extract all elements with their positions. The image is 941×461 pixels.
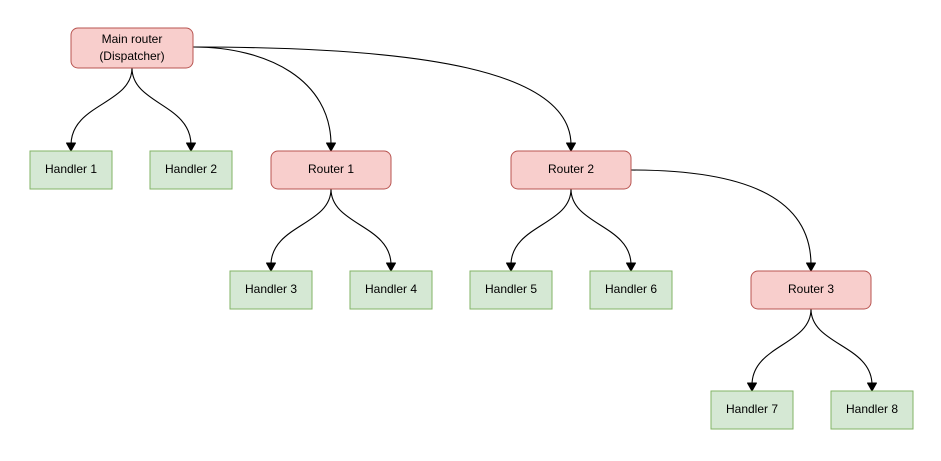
handler-box[interactable]: [29, 150, 113, 190]
node-handler-3[interactable]: Handler 3: [229, 270, 313, 310]
arrowhead-icon: [386, 262, 396, 272]
router-box[interactable]: [510, 150, 632, 190]
node-main-router[interactable]: Main router(Dispatcher): [70, 27, 194, 69]
edge-line: [630, 169, 812, 266]
edge-line: [510, 188, 572, 266]
node-router-2[interactable]: Router 2: [510, 150, 632, 190]
arrowhead-icon: [626, 262, 636, 272]
handler-box[interactable]: [349, 270, 433, 310]
arrowhead-icon: [326, 142, 336, 152]
arrowhead-icon: [506, 262, 516, 272]
node-handler-5[interactable]: Handler 5: [469, 270, 553, 310]
edge-line: [810, 308, 873, 386]
edge-router-3-to-handler-8: [810, 308, 877, 392]
edge-line: [570, 188, 632, 266]
arrowhead-icon: [747, 382, 757, 392]
edge-router-2-to-router-3: [630, 169, 816, 272]
node-handler-6[interactable]: Handler 6: [589, 270, 673, 310]
edge-line: [751, 308, 812, 386]
arrowhead-icon: [66, 142, 76, 152]
handler-box[interactable]: [469, 270, 553, 310]
edge-line: [192, 46, 332, 146]
edges-layer: [66, 46, 877, 392]
node-handler-4[interactable]: Handler 4: [349, 270, 433, 310]
arrowhead-icon: [186, 142, 196, 152]
edge-router-2-to-handler-5: [506, 188, 572, 272]
node-handler-1[interactable]: Handler 1: [29, 150, 113, 190]
handler-box[interactable]: [149, 150, 233, 190]
node-handler-7[interactable]: Handler 7: [710, 390, 794, 430]
node-router-3[interactable]: Router 3: [750, 270, 872, 310]
handler-box[interactable]: [589, 270, 673, 310]
edge-line: [192, 46, 572, 146]
edge-line: [131, 67, 192, 146]
edge-router-2-to-handler-6: [570, 188, 636, 272]
handler-box[interactable]: [830, 390, 914, 430]
node-handler-2[interactable]: Handler 2: [149, 150, 233, 190]
edge-line: [70, 67, 133, 146]
edge-router-1-to-handler-3: [266, 188, 332, 272]
handler-box[interactable]: [229, 270, 313, 310]
nodes-layer: Main router(Dispatcher) Handler 1 Handler …: [29, 27, 914, 430]
edge-main-to-router-1: [192, 46, 336, 152]
edge-main-to-handler-1: [66, 67, 133, 152]
edge-line: [270, 188, 332, 266]
router-box[interactable]: [270, 150, 392, 190]
router-box[interactable]: [750, 270, 872, 310]
handler-box[interactable]: [710, 390, 794, 430]
arrowhead-icon: [566, 142, 576, 152]
node-router-1[interactable]: Router 1: [270, 150, 392, 190]
edge-main-to-handler-2: [131, 67, 196, 152]
edge-router-3-to-handler-7: [747, 308, 812, 392]
edge-main-to-router-2: [192, 46, 576, 152]
arrowhead-icon: [806, 262, 816, 272]
arrowhead-icon: [266, 262, 276, 272]
arrowhead-icon: [867, 382, 877, 392]
node-handler-8[interactable]: Handler 8: [830, 390, 914, 430]
edge-line: [330, 188, 392, 266]
edge-router-1-to-handler-4: [330, 188, 396, 272]
router-box[interactable]: [70, 27, 194, 69]
